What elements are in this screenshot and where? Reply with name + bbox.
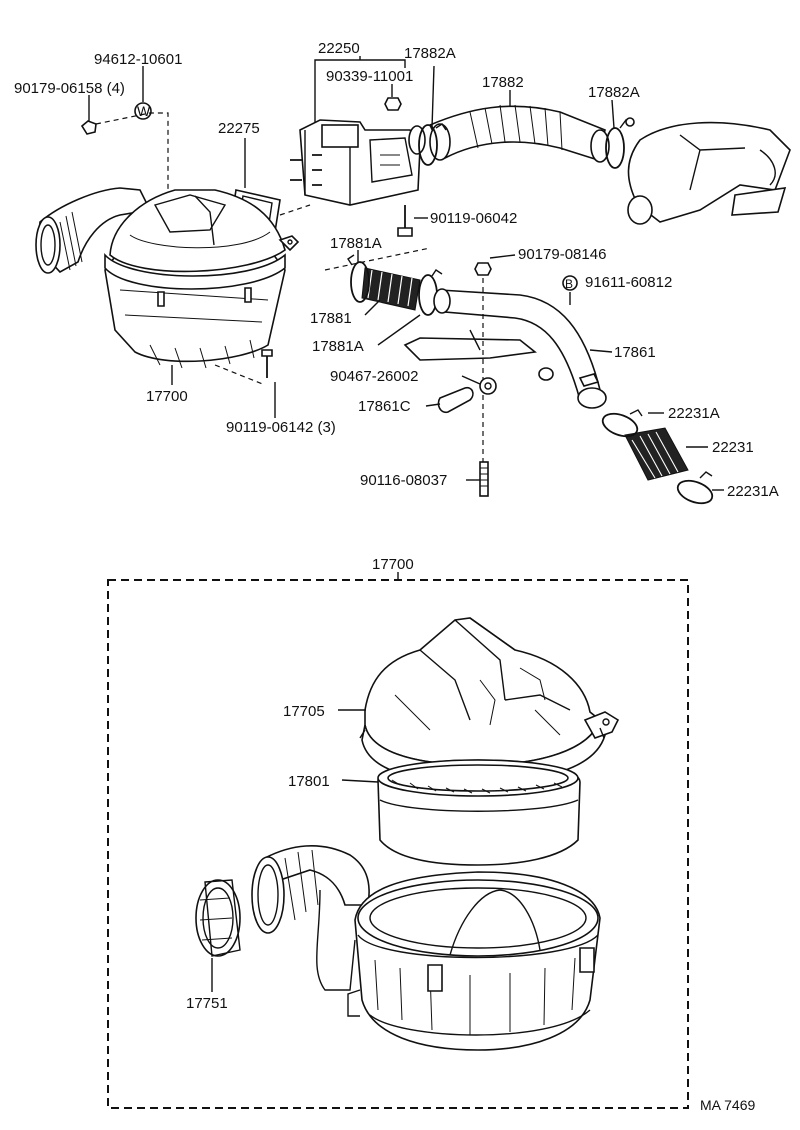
hose-17881	[361, 267, 421, 311]
label-17801: 17801	[288, 773, 330, 790]
bracket-22250	[314, 56, 406, 68]
label-90339-11001: 90339-11001	[326, 68, 413, 85]
label-17881: 17881	[310, 310, 352, 327]
label-17705: 17705	[283, 703, 325, 720]
label-90179-06158: 90179-06158 (4)	[14, 80, 125, 97]
label-17861C: 17861C	[358, 398, 411, 415]
leader-17881	[364, 299, 381, 316]
leader-17881A-bot	[377, 314, 421, 346]
hose-17882	[428, 104, 610, 163]
washer-w-marker: W	[134, 102, 152, 120]
figure-code: MA 7469	[700, 1097, 755, 1113]
leader-17801	[341, 779, 379, 783]
label-22231: 22231	[712, 439, 754, 456]
bolt-90119-06142	[261, 349, 273, 378]
pipe-17861	[403, 288, 607, 409]
leader-90179-08146	[489, 254, 516, 259]
label-22275: 22275	[218, 120, 260, 137]
label-90116-08037: 90116-08037	[360, 472, 447, 489]
exploded-view-frame	[107, 579, 689, 1109]
label-17882A-top: 17882A	[404, 45, 456, 62]
bolt-b-marker: B	[562, 275, 578, 291]
dashed-guide-clip	[95, 112, 169, 200]
clamp-22231A-bot	[676, 471, 714, 505]
clamp-22231A-top	[601, 409, 643, 438]
hose-22231	[624, 427, 689, 481]
nut-90339-11001	[384, 97, 402, 111]
label-90119-06042: 90119-06042	[430, 210, 517, 227]
clamp-17881A-left	[347, 254, 370, 303]
air-flow-meter-22250	[290, 119, 426, 206]
dashed-guide-bolt	[214, 364, 266, 386]
air-cleaner-cover-17705	[359, 617, 620, 783]
stud-90116-08037	[479, 461, 489, 497]
clamp-17882A-left	[418, 123, 447, 166]
label-22231A-bot: 22231A	[727, 483, 779, 500]
filter-element-17801	[377, 759, 581, 866]
grommet-90467-26002	[479, 377, 497, 395]
label-17751: 17751	[186, 995, 228, 1012]
plug-17861C	[437, 386, 474, 414]
clip-90179-06158	[80, 120, 97, 135]
label-17700-box: 17700	[372, 556, 414, 573]
label-22231A-top: 22231A	[668, 405, 720, 422]
label-90467-26002: 90467-26002	[330, 368, 418, 385]
nut-90179-08146	[474, 262, 492, 276]
label-17861: 17861	[614, 344, 656, 361]
bolt-b-symbol: B	[565, 277, 573, 291]
leader-17861C	[425, 403, 441, 407]
label-17881A-top: 17881A	[330, 235, 382, 252]
label-17700: 17700	[146, 388, 188, 405]
label-17882A-right: 17882A	[588, 84, 640, 101]
label-90179-08146: 90179-08146	[518, 246, 606, 263]
washer-w-symbol: W	[137, 103, 151, 119]
label-17882: 17882	[482, 74, 524, 91]
intake-chamber	[627, 121, 791, 225]
label-22250: 22250	[318, 40, 360, 57]
leader-17882A-top	[431, 65, 435, 129]
dashed-guide-gasket	[279, 204, 311, 216]
bolt-90119-06042	[397, 205, 413, 237]
clamp-17882A-right	[605, 117, 635, 169]
leader-17882A-right	[611, 99, 615, 129]
label-94612-10601: 94612-10601	[94, 51, 182, 68]
leader-17861	[589, 349, 613, 353]
label-17881A-bot: 17881A	[312, 338, 364, 355]
air-cleaner-assembly	[35, 187, 300, 369]
leader-90467	[461, 375, 481, 385]
label-90119-06142: 90119-06142 (3)	[226, 419, 336, 436]
elbow-17751	[195, 879, 241, 957]
label-91611-60812: 91611-60812	[585, 274, 672, 291]
air-cleaner-case	[251, 845, 601, 1051]
